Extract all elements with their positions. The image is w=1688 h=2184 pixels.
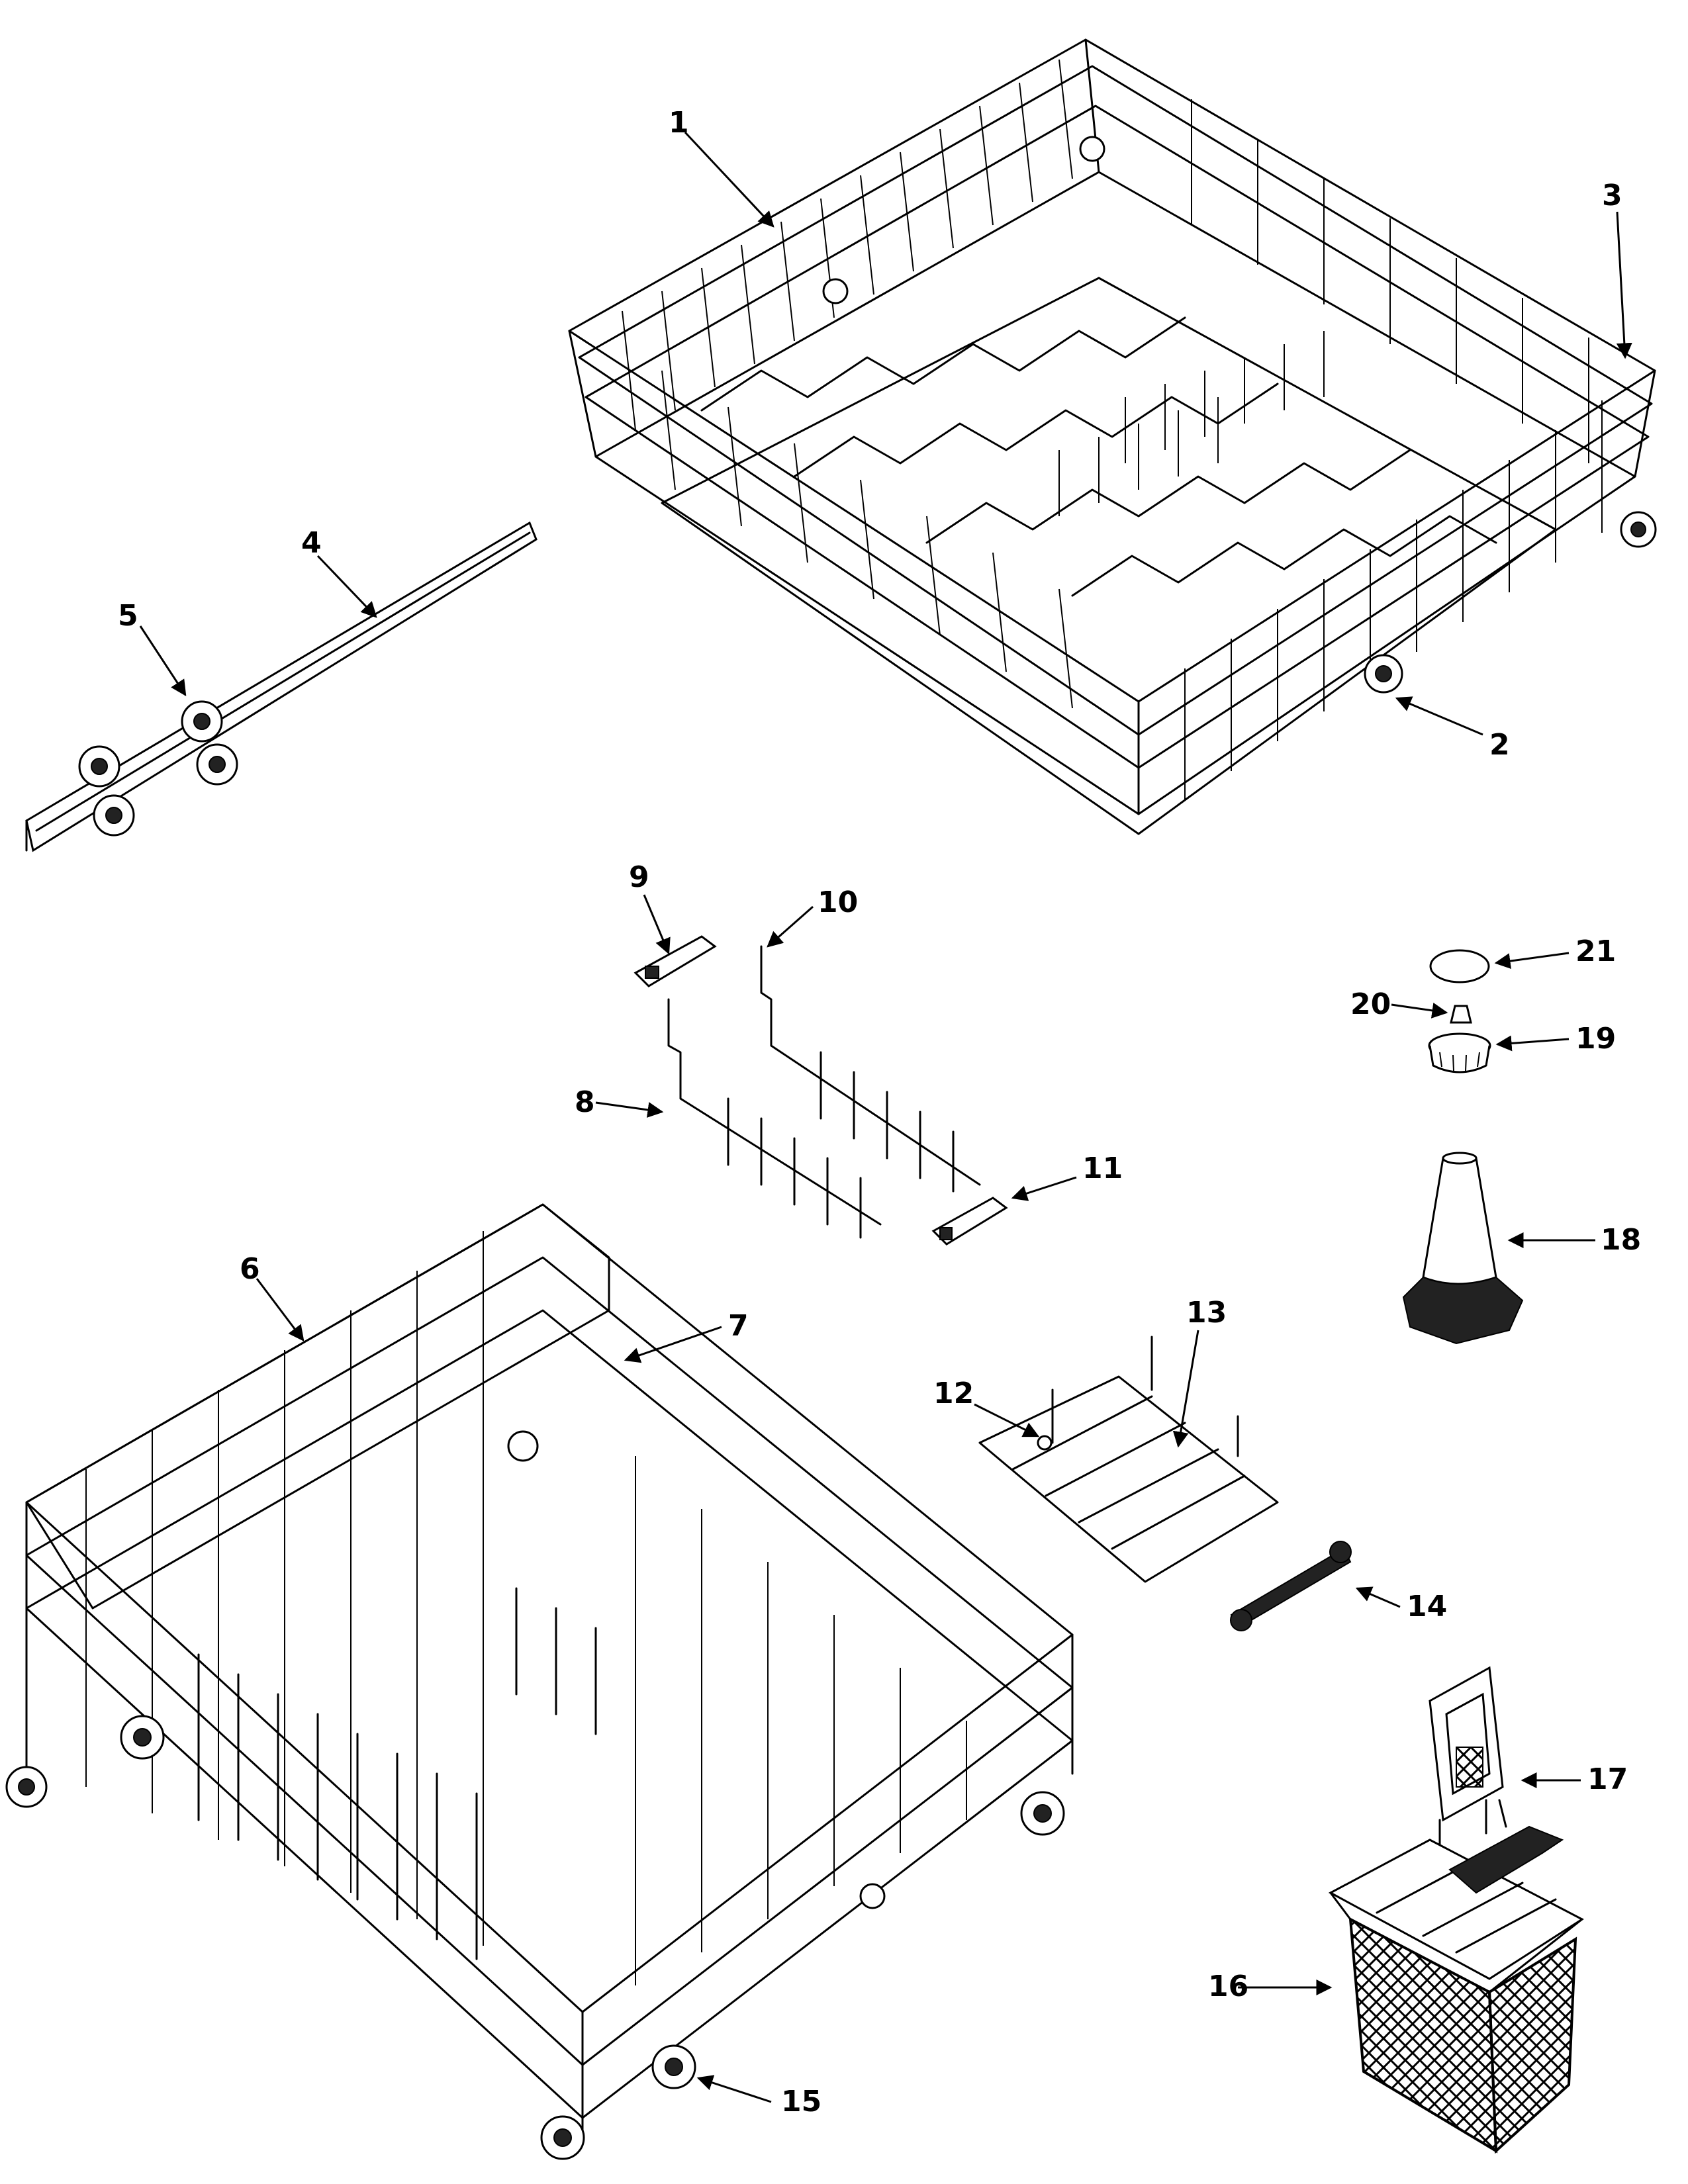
rail-rollers bbox=[78, 700, 238, 837]
callout-13: 13 bbox=[1186, 1296, 1227, 1330]
spray-tower-18 bbox=[1402, 1152, 1524, 1345]
tine-clip-9 bbox=[633, 935, 717, 987]
shelf-13 bbox=[978, 1336, 1279, 1583]
callout-3: 3 bbox=[1602, 179, 1622, 212]
callout-12: 12 bbox=[933, 1377, 974, 1410]
callout-15: 15 bbox=[781, 2085, 821, 2118]
callout-8: 8 bbox=[575, 1085, 595, 1119]
tine-row-10 bbox=[760, 945, 981, 1193]
rack-rail bbox=[25, 521, 538, 852]
nozzle-19 bbox=[1428, 1032, 1491, 1073]
callout-10: 10 bbox=[818, 886, 858, 919]
callout-18: 18 bbox=[1601, 1223, 1641, 1257]
basket-handle-17 bbox=[1429, 1666, 1507, 1848]
callout-17: 17 bbox=[1587, 1762, 1628, 1796]
upper-rack bbox=[568, 38, 1657, 835]
shelf-clip-14 bbox=[1230, 1541, 1352, 1631]
callout-2: 2 bbox=[1489, 728, 1510, 762]
callout-7: 7 bbox=[728, 1309, 749, 1343]
callout-14: 14 bbox=[1407, 1590, 1447, 1623]
callout-9: 9 bbox=[629, 860, 649, 894]
tine-clip-11 bbox=[931, 1197, 1008, 1246]
callout-16: 16 bbox=[1208, 1970, 1248, 2003]
callout-1: 1 bbox=[669, 106, 689, 140]
callout-11: 11 bbox=[1082, 1152, 1123, 1185]
nut-20 bbox=[1450, 1005, 1472, 1024]
callout-19: 19 bbox=[1575, 1022, 1616, 1056]
callout-5: 5 bbox=[118, 599, 138, 633]
silverware-basket-16 bbox=[1328, 1825, 1584, 2154]
tine-row-8 bbox=[667, 998, 882, 1239]
callout-labels: 1 2 3 4 5 6 7 8 9 10 11 12 13 14 15 16 1… bbox=[118, 106, 1641, 2118]
callout-21: 21 bbox=[1575, 934, 1616, 968]
cap-21 bbox=[1429, 949, 1490, 983]
callout-6: 6 bbox=[240, 1252, 260, 1286]
callout-4: 4 bbox=[301, 526, 322, 560]
lower-rack bbox=[5, 1203, 1074, 2160]
shelf-pin-12 bbox=[1037, 1435, 1053, 1451]
callout-20: 20 bbox=[1350, 987, 1391, 1021]
leader-lines bbox=[139, 131, 1632, 2103]
